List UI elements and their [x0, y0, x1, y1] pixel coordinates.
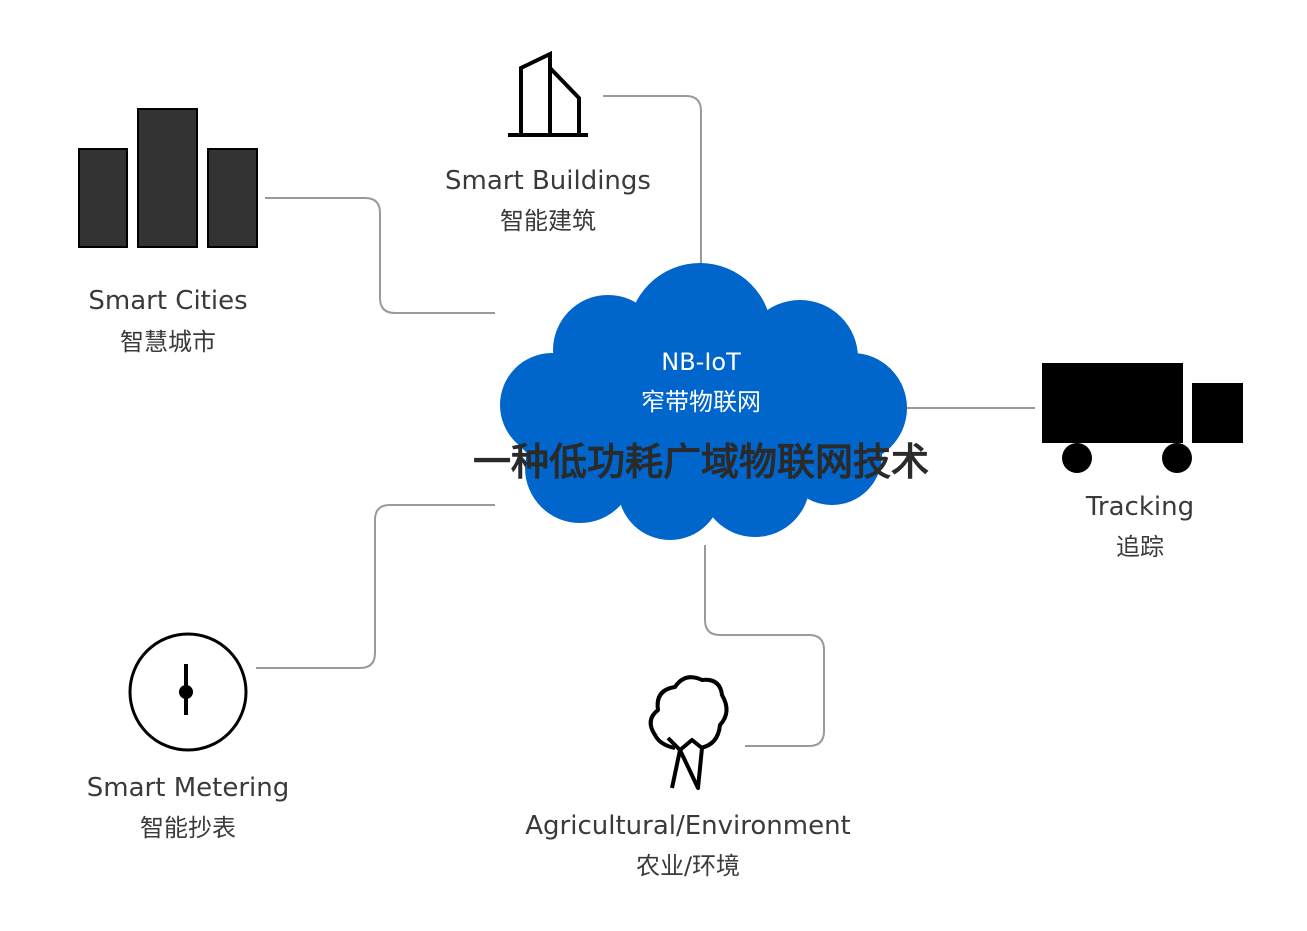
connector-smart-cities [265, 197, 495, 314]
cloud-shape [500, 263, 907, 540]
node-tracking: Tracking 追踪 [1042, 363, 1243, 561]
building-outline-icon [508, 50, 588, 137]
smart-cities-label: Smart Cities [88, 286, 247, 316]
connectors [256, 95, 1035, 747]
node-smart-metering: Smart Metering 智能抄表 [87, 632, 289, 842]
agricultural-label-cn: 农业/环境 [636, 852, 740, 880]
smart-buildings-label: Smart Buildings [445, 166, 651, 196]
smart-cities-label-cn: 智慧城市 [120, 328, 216, 356]
agricultural-label: Agricultural/Environment [525, 811, 851, 841]
connector-smart-buildings [603, 95, 702, 298]
node-agricultural: Agricultural/Environment 农业/环境 [525, 675, 851, 880]
nb-iot-cloud: NB-IoT 窄带物联网 一种低功耗广域物联网技术 [473, 263, 929, 540]
cloud-title: NB-IoT [661, 348, 741, 376]
meter-gauge-icon [128, 632, 248, 752]
tree-icon [648, 675, 729, 790]
city-buildings-icon [78, 108, 258, 248]
smart-buildings-label-cn: 智能建筑 [500, 207, 596, 235]
smart-metering-label-cn: 智能抄表 [140, 814, 236, 842]
tracking-label: Tracking [1085, 492, 1194, 522]
tracking-label-cn: 追踪 [1116, 533, 1164, 561]
connector-smart-metering [256, 504, 495, 669]
truck-icon [1042, 363, 1243, 473]
node-smart-cities: Smart Cities 智慧城市 [78, 108, 258, 356]
connector-agricultural [704, 545, 825, 747]
node-smart-buildings: Smart Buildings 智能建筑 [445, 50, 651, 235]
smart-metering-label: Smart Metering [87, 773, 289, 803]
cloud-subtitle: 窄带物联网 [641, 388, 761, 416]
center-description: 一种低功耗广域物联网技术 [473, 440, 929, 484]
